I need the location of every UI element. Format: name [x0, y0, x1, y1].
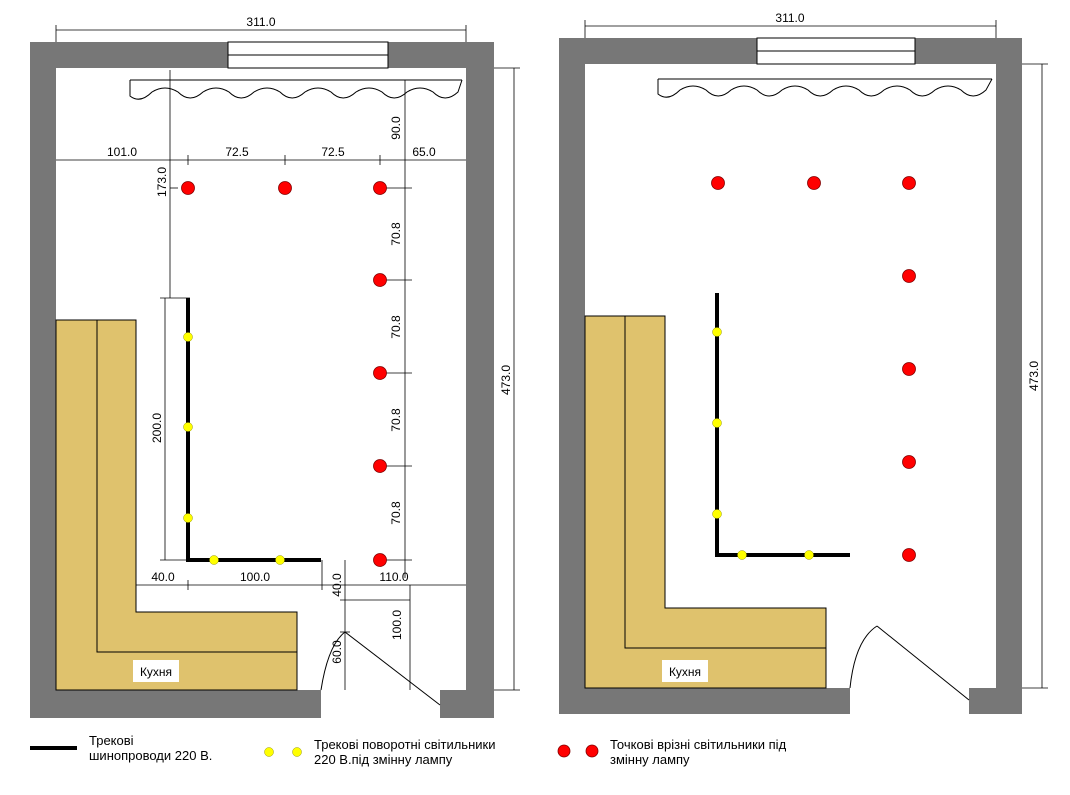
room-label: Кухня: [669, 665, 701, 679]
dim-spot-x-3: 72.5: [321, 145, 345, 159]
dim-spot-gap-2: 70.8: [389, 315, 403, 339]
dim-window-offset: 90.0: [389, 116, 403, 140]
door: [320, 631, 441, 706]
room-label-bg: [133, 660, 179, 682]
spot-light: [902, 548, 916, 562]
dim-gap-to-counter: 40.0: [330, 573, 344, 597]
spot-light: [373, 366, 387, 380]
kitchen-counter: [584, 315, 827, 689]
track-light: [804, 550, 814, 560]
dim-track-vertical: 200.0: [150, 413, 164, 443]
track-light: [275, 555, 285, 565]
plan-left: Кухня: [30, 15, 520, 718]
curtain: [657, 78, 993, 98]
track-light-icon: [264, 747, 302, 757]
track-light: [712, 327, 722, 337]
track-busbar: [715, 293, 850, 557]
spot-light: [902, 176, 916, 190]
dim-spot-gap-1: 70.8: [389, 222, 403, 246]
dim-counter-offset: 40.0: [151, 570, 175, 584]
dimension-lines: [584, 20, 1048, 689]
window: [756, 37, 916, 65]
dim-right-offset: 110.0: [379, 570, 408, 584]
dim-height-total: 473.0: [499, 365, 513, 395]
spot-light: [373, 459, 387, 473]
spot-light: [902, 269, 916, 283]
walls: [559, 38, 1022, 714]
track-light: [183, 422, 193, 432]
spot-light: [278, 181, 292, 195]
dimension-lines: [55, 25, 520, 691]
kitchen-counter: [55, 319, 298, 691]
track-lights: [183, 332, 285, 565]
legend-track-label: Трекові шинопроводи 220 В.: [89, 733, 213, 763]
dimension-labels: 311.0 473.0 90.0 173.0 101.0 72.5 72.5 6…: [107, 15, 513, 664]
room-label-bg: [662, 660, 708, 682]
legend-spot-light-label: Точкові врізні світильники під змінну ла…: [610, 737, 787, 767]
dim-width-total: 311.0: [775, 11, 804, 25]
track-light: [183, 332, 193, 342]
spot-light: [181, 181, 195, 195]
dim-spot-x-2: 72.5: [225, 145, 249, 159]
walls: [30, 42, 494, 718]
track-light: [183, 513, 193, 523]
spot-light: [807, 176, 821, 190]
track-light: [209, 555, 219, 565]
spot-light: [373, 553, 387, 567]
window: [227, 41, 389, 69]
dim-spot-gap-3: 70.8: [389, 408, 403, 432]
spot-light: [373, 181, 387, 195]
dim-spot-row-y: 173.0: [155, 167, 169, 197]
track-light: [712, 418, 722, 428]
plan-right: Кухня 311.0 473.0: [559, 11, 1048, 714]
track-lights: [712, 327, 814, 560]
track-busbar: [186, 298, 321, 562]
spot-lights: [711, 176, 916, 562]
legend-track-light-label: Трекові поворотні світильники 220 В.під …: [314, 737, 496, 767]
dim-width-total: 311.0: [246, 15, 275, 29]
track-light: [712, 509, 722, 519]
dim-door-height: 100.0: [390, 610, 404, 640]
spot-light: [902, 362, 916, 376]
room-label: Кухня: [140, 665, 172, 679]
legend-symbols: [30, 744, 599, 758]
dim-door-bottom: 60.0: [330, 640, 344, 664]
door: [849, 625, 970, 701]
spot-light: [902, 455, 916, 469]
dim-height-total: 473.0: [1027, 361, 1041, 391]
spot-light-icon: [557, 744, 599, 758]
track-light: [737, 550, 747, 560]
spot-lights: [181, 181, 387, 567]
dim-track-horizontal: 100.0: [240, 570, 270, 584]
dim-spot-x-4: 65.0: [412, 145, 436, 159]
dim-spot-gap-4: 70.8: [389, 501, 403, 525]
dim-spot-x-1: 101.0: [107, 145, 137, 159]
curtain: [129, 79, 463, 100]
spot-light: [711, 176, 725, 190]
spot-light: [373, 273, 387, 287]
